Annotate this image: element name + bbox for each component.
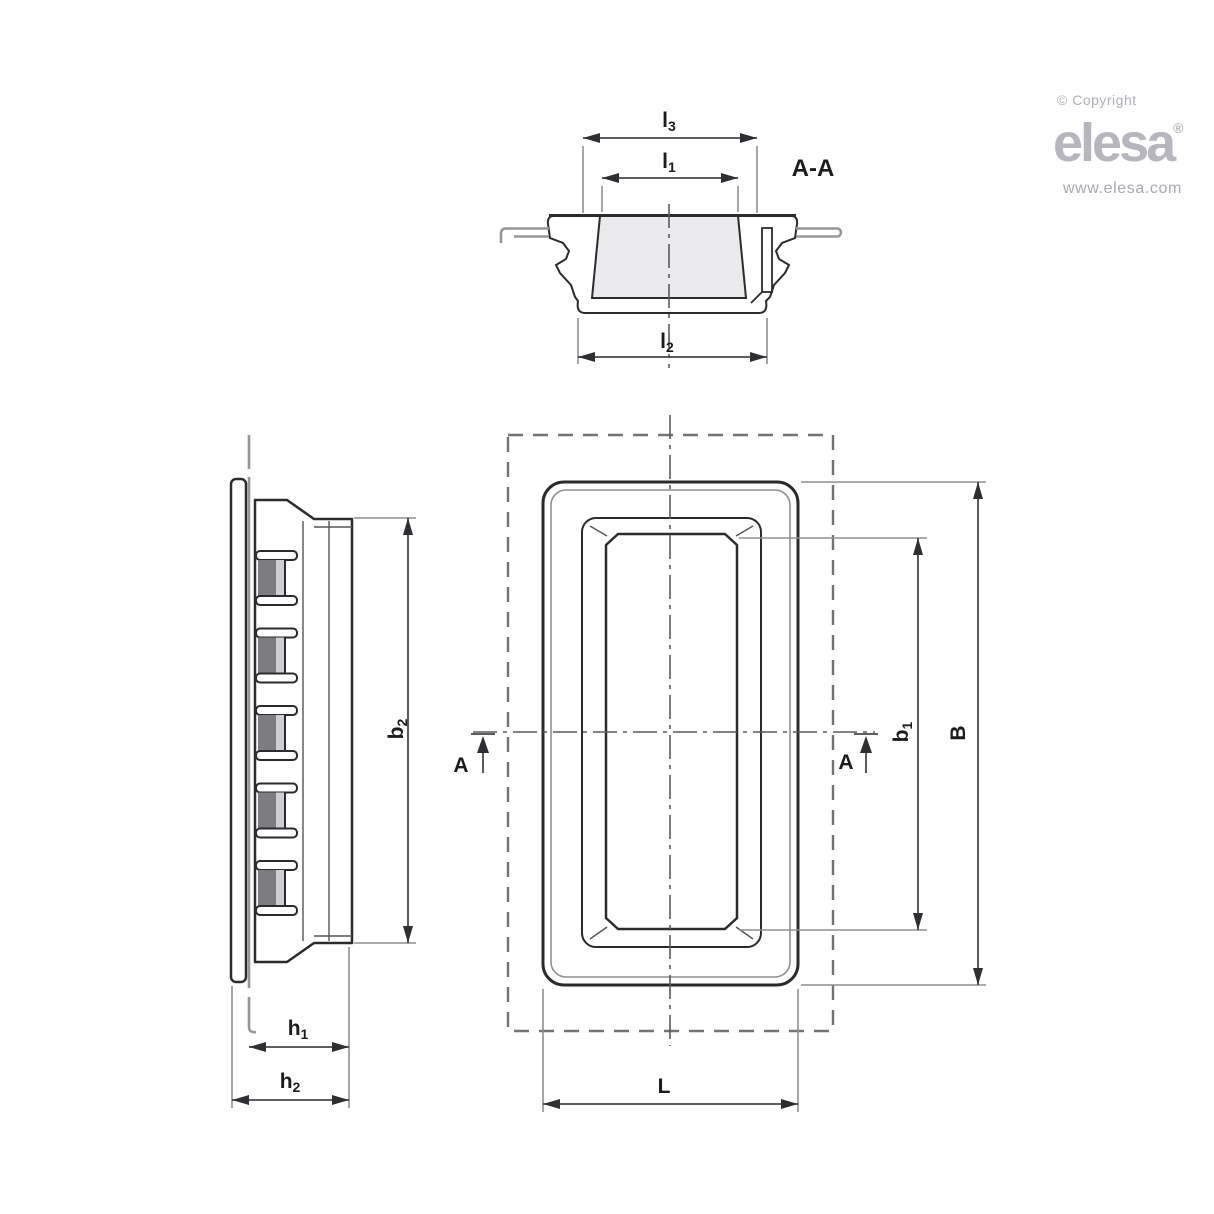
logo-wordmark: elesa — [1053, 113, 1176, 173]
dimension-L: L — [542, 989, 799, 1112]
dimension-l3: l3 — [582, 109, 758, 213]
front-view: A A b1 — [453, 415, 986, 1112]
dimension-B: B — [801, 481, 986, 986]
dim-label-l3: l3 — [662, 109, 676, 134]
dimension-b1: b1 — [739, 537, 927, 931]
dimension-h2: h2 — [231, 986, 349, 1108]
cut-marker-right: A — [838, 733, 878, 774]
copyright-text: © Copyright — [1057, 92, 1137, 108]
snap-clips — [255, 550, 298, 916]
side-flange-plate — [229, 477, 248, 984]
snap-clip — [255, 705, 298, 761]
snap-clip — [255, 627, 298, 684]
dimension-h1: h1 — [249, 947, 350, 1108]
section-view: l3 l1 l2 A-A — [499, 109, 843, 368]
dimension-l2: l2 — [577, 318, 768, 364]
dim-label-l2: l2 — [660, 330, 674, 355]
dim-label-L: L — [658, 1075, 671, 1098]
section-title: A-A — [792, 155, 835, 182]
cut-label-a-left: A — [453, 754, 468, 777]
panel-line-side — [247, 435, 257, 1034]
dim-label-B: B — [947, 725, 970, 740]
snap-clip — [255, 782, 298, 839]
dim-label-b1: b1 — [890, 721, 915, 742]
cut-marker-left: A — [453, 733, 495, 777]
dim-label-h1: h1 — [288, 1017, 309, 1042]
pocket-corner-chamfers — [589, 525, 754, 940]
dimension-l1: l1 — [601, 150, 739, 212]
dimension-b2: b2 — [354, 517, 416, 944]
dim-label-h2: h2 — [280, 1070, 301, 1095]
section-far-wall-edge — [761, 227, 773, 293]
website-url-text: www.elesa.com — [1063, 180, 1182, 197]
cut-label-a-right: A — [838, 751, 853, 774]
snap-clip — [255, 860, 298, 916]
side-body — [253, 498, 354, 964]
registered-trademark-symbol: ® — [1173, 120, 1184, 136]
elesa-logo: elesa® — [1053, 112, 1183, 174]
snap-clip — [255, 550, 298, 606]
side-view: b2 h1 h2 — [229, 435, 416, 1108]
panel-lines-section — [499, 227, 843, 243]
front-pocket-floor — [604, 532, 739, 931]
dim-label-b2: b2 — [385, 718, 410, 739]
section-far-wall-chamfer — [750, 291, 763, 304]
dim-label-l1: l1 — [662, 150, 676, 175]
